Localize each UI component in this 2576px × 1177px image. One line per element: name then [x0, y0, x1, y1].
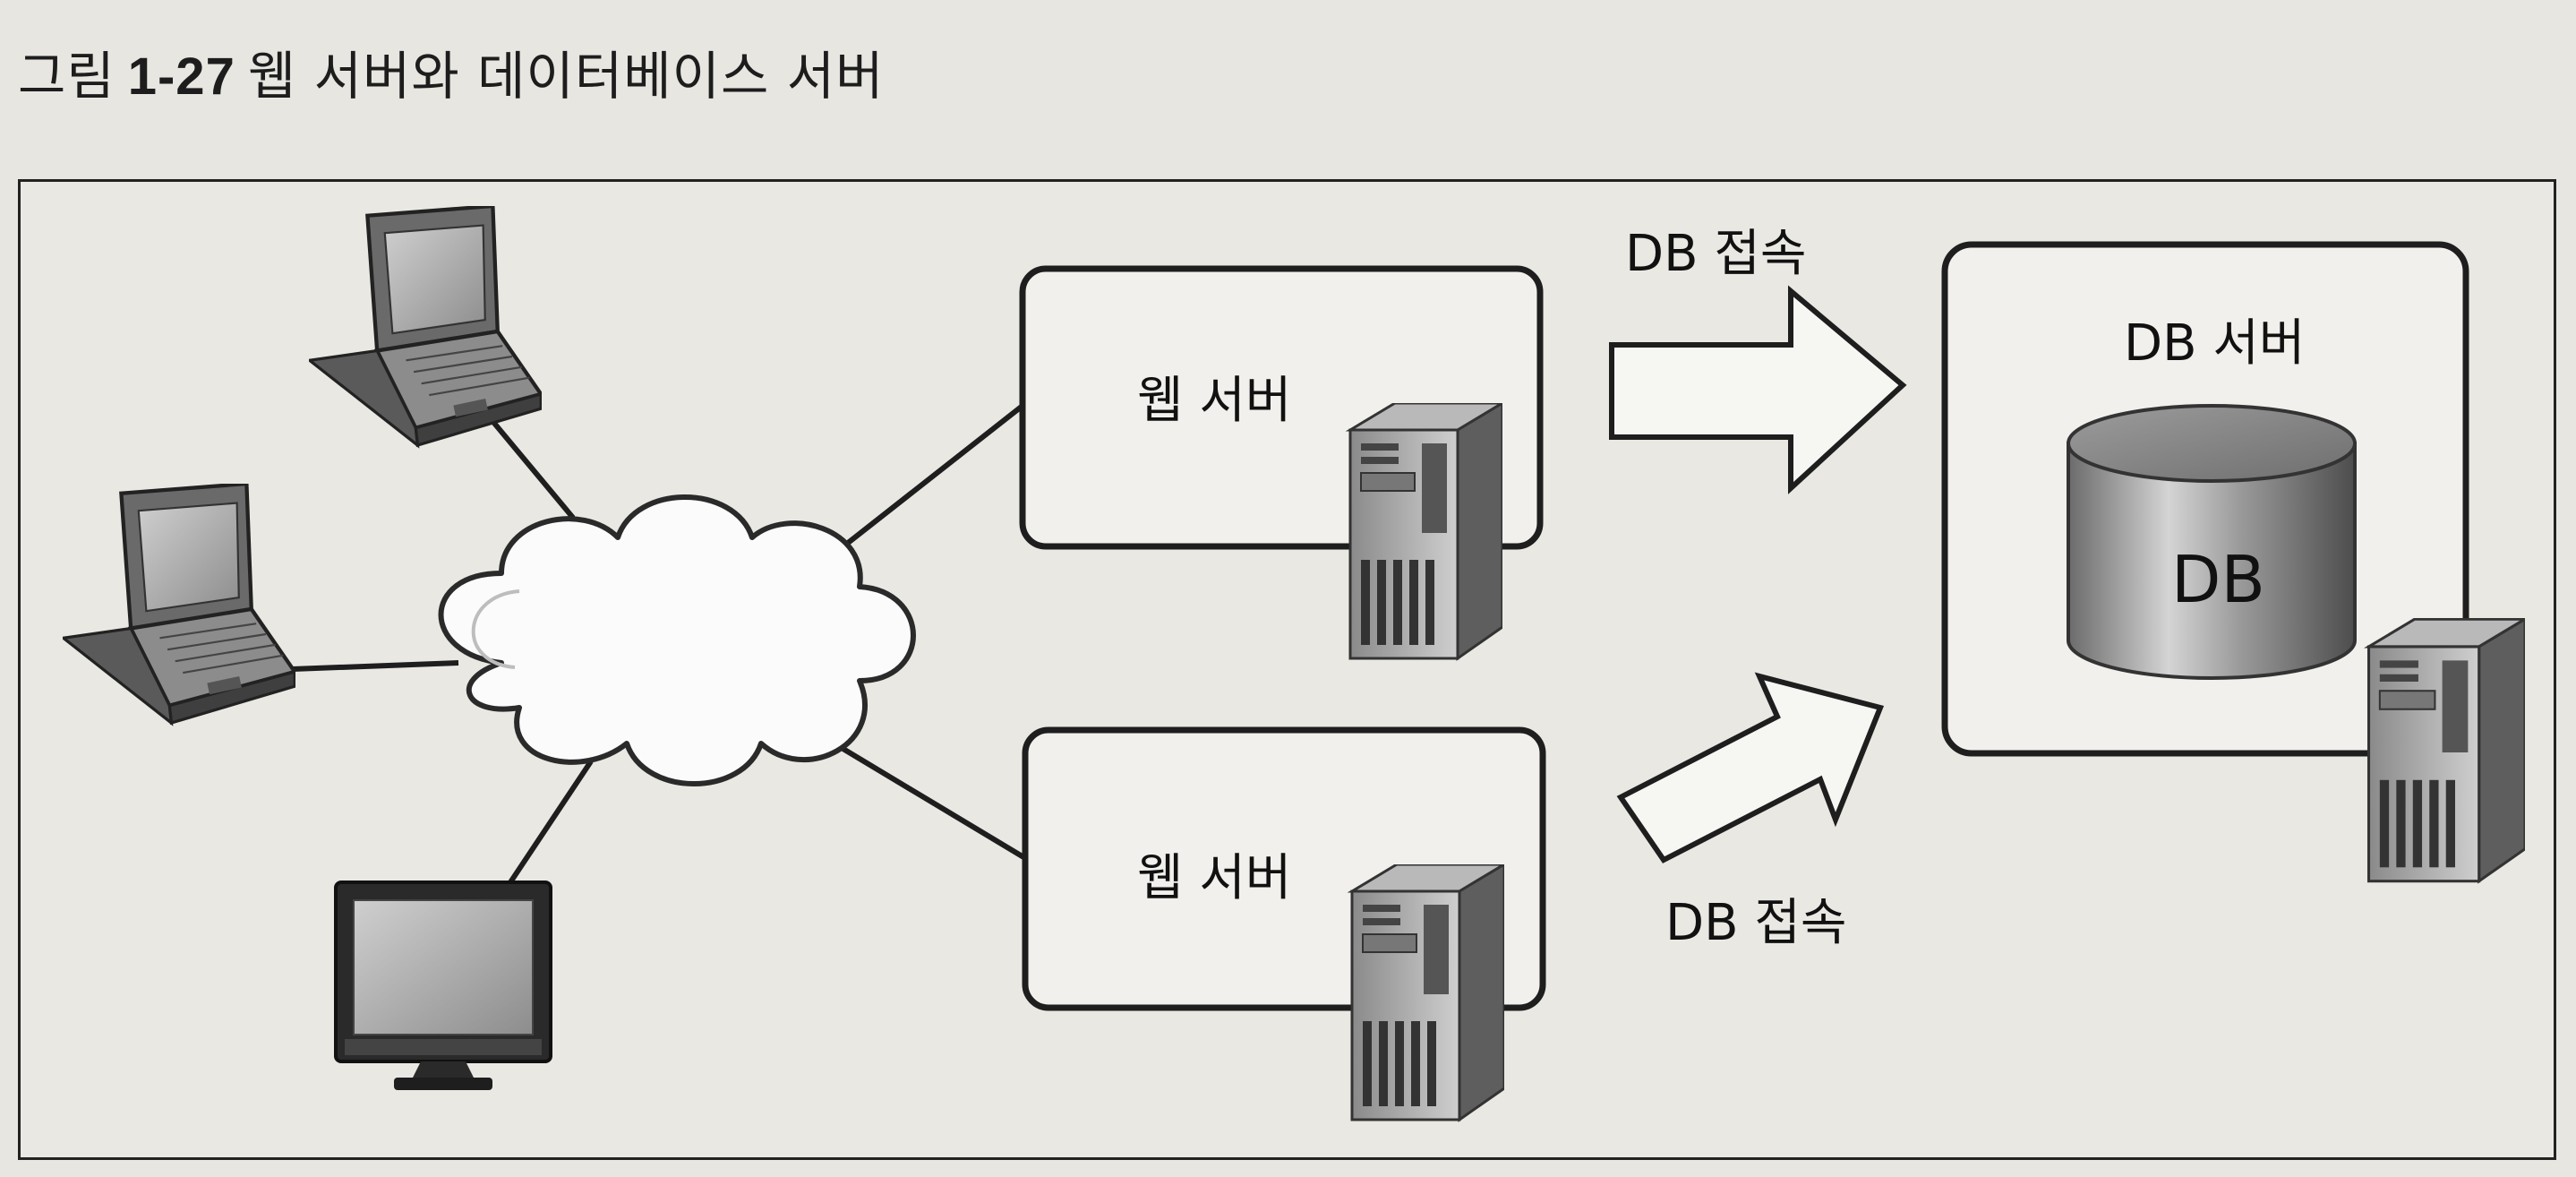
caption-title: 웹 서버와 데이터베이스 서버 [247, 46, 885, 107]
line-cloud-webserver2 [817, 732, 1027, 861]
db-server-label: DB 서버 [2124, 314, 2306, 373]
db-connect-arrow-bottom [1616, 672, 1885, 863]
monitor-icon [334, 881, 552, 1090]
line-laptop2-cloud [268, 660, 459, 673]
line-monitor-cloud [508, 760, 594, 884]
caption-prefix: 그림 [18, 46, 116, 107]
connection-lines [268, 403, 1027, 884]
laptop-icon [310, 206, 541, 445]
web-server-icon [1350, 864, 1504, 1121]
db-cylinder-label: DB [2171, 542, 2265, 617]
db-server-tower-icon [2366, 618, 2525, 883]
line-laptop1-cloud [490, 419, 576, 520]
internet-cloud-icon [438, 494, 916, 786]
db-connect-arrow-top [1609, 285, 1907, 494]
db-connect-top-label: DB 접속 [1625, 225, 1807, 283]
web-server-top-label: 웹 서버 [1137, 372, 1292, 430]
laptop-icon [64, 484, 295, 723]
web-server-bottom-label: 웹 서버 [1137, 849, 1292, 907]
database-cylinder-icon [2067, 404, 2357, 680]
db-connect-bottom-label: DB 접속 [1665, 894, 1847, 952]
web-server-icon [1348, 403, 1502, 660]
line-cloud-webserver1 [842, 403, 1024, 549]
caption-number: 1-27 [127, 47, 235, 106]
